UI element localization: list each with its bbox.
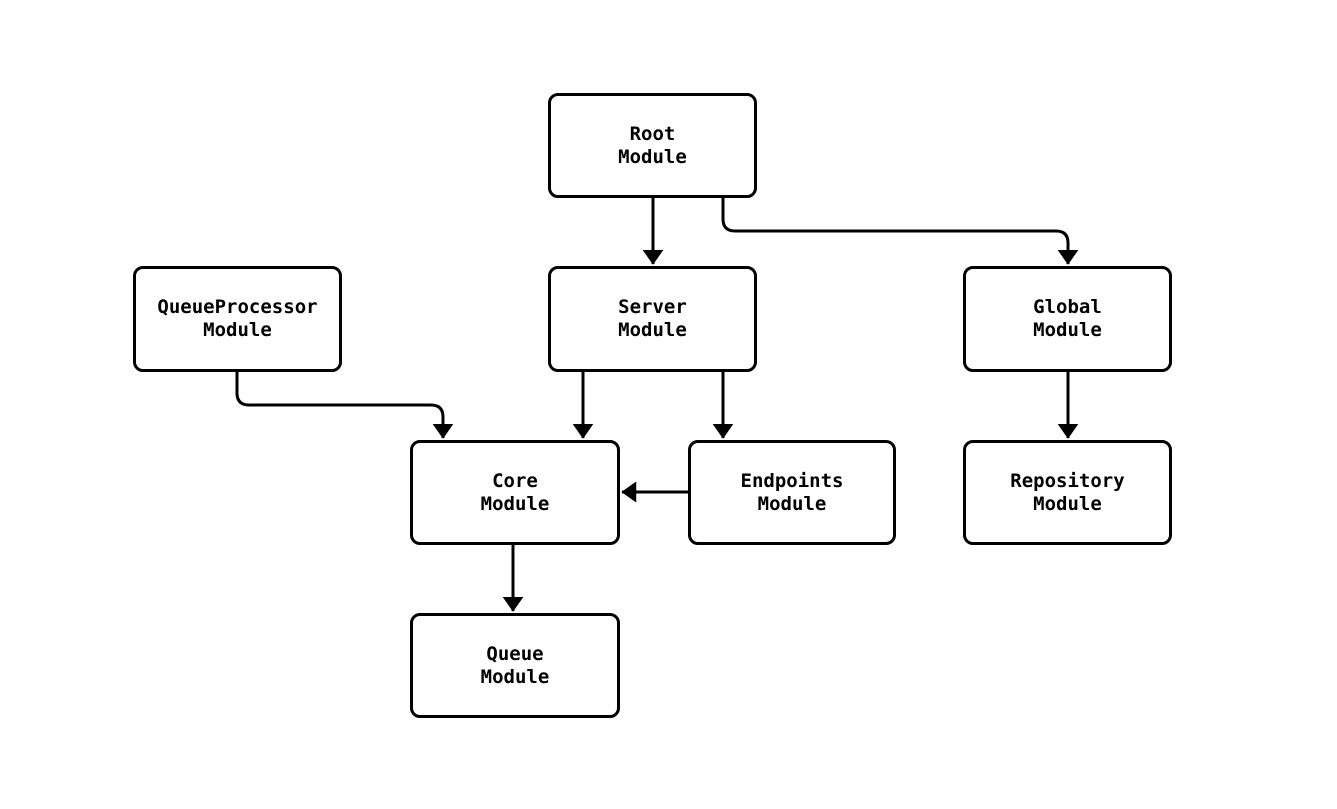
edge-root-to-global [721, 198, 1079, 265]
node-label: Queue Module [480, 642, 550, 688]
node-queueprocessor-module: QueueProcessor Module [133, 266, 342, 372]
node-root-module: Root Module [548, 93, 757, 198]
node-repository-module: Repository Module [963, 440, 1172, 545]
node-server-module: Server Module [548, 266, 757, 372]
node-label: Root Module [618, 122, 687, 168]
node-label: Server Module [618, 296, 687, 341]
node-queue-module: Queue Module [410, 613, 620, 718]
node-label: Endpoints Module [740, 469, 844, 515]
edge-queueprocessor-to-core [235, 372, 454, 439]
node-label: Core Module [480, 469, 550, 515]
node-core-module: Core Module [410, 440, 620, 545]
node-label: Repository Module [1010, 469, 1125, 515]
node-label: QueueProcessor Module [157, 296, 318, 341]
node-global-module: Global Module [963, 266, 1172, 372]
node-label: Global Module [1033, 296, 1102, 341]
node-endpoints-module: Endpoints Module [688, 440, 896, 545]
